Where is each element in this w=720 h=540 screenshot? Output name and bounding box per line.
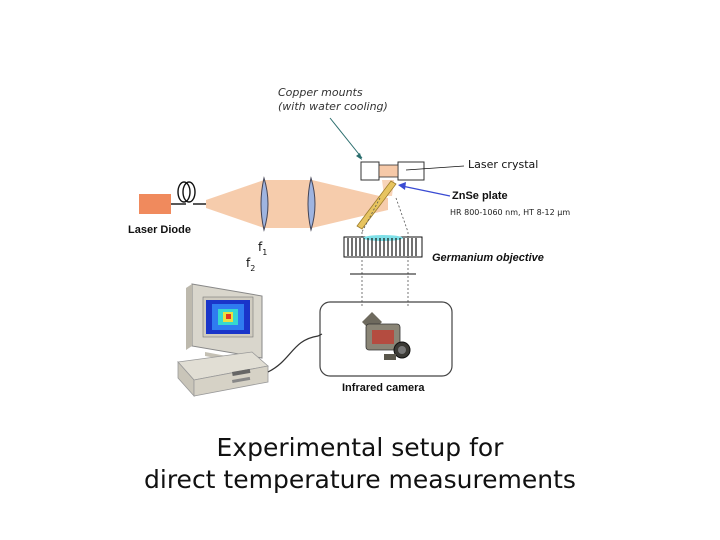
f1-subscript: 1	[262, 248, 268, 257]
f2-label: f2	[246, 256, 255, 273]
camera-cable	[267, 333, 323, 373]
laser-diode	[139, 194, 171, 214]
coating-spec-label: HR 800-1060 nm, HT 8-12 µm	[450, 208, 571, 217]
lens-f2	[307, 176, 316, 232]
copper-mount-left	[360, 161, 380, 181]
copper-mount-right	[397, 161, 425, 181]
laser-crystal-label: Laser crystal	[468, 158, 539, 171]
optical-fiber	[171, 181, 206, 205]
copper-mounts-line1: Copper mounts	[278, 86, 363, 99]
copper-mounts-line2: (with water cooling)	[278, 100, 388, 113]
laser-crystal	[378, 164, 399, 178]
caption: Experimental setup for direct temperatur…	[0, 432, 720, 496]
camera-frame	[319, 301, 453, 377]
infrared-camera-label: Infrared camera	[342, 382, 425, 394]
copper-mounts-label: Copper mounts (with water cooling)	[278, 86, 388, 114]
laser-diode-label: Laser Diode	[128, 224, 191, 236]
pump-beam	[206, 180, 388, 228]
infrared-camera	[362, 312, 411, 360]
germanium-objective-label: Germanium objective	[432, 252, 544, 264]
copper-mounts-arrow	[329, 117, 363, 160]
f1-label: f1	[258, 240, 267, 257]
znse-plate	[356, 180, 397, 230]
znse-arrow	[398, 182, 451, 197]
germanium-objective	[343, 235, 423, 258]
znse-plate-label: ZnSe plate	[452, 190, 508, 202]
f2-subscript: 2	[250, 264, 256, 273]
caption-line1: Experimental setup for	[216, 433, 504, 462]
laser-crystal-pointer	[405, 165, 465, 171]
caption-line2: direct temperature measurements	[144, 465, 576, 494]
f1-letter: f	[258, 240, 263, 254]
lens-f1	[260, 176, 269, 232]
computer	[177, 283, 269, 398]
f2-letter: f	[246, 256, 251, 270]
